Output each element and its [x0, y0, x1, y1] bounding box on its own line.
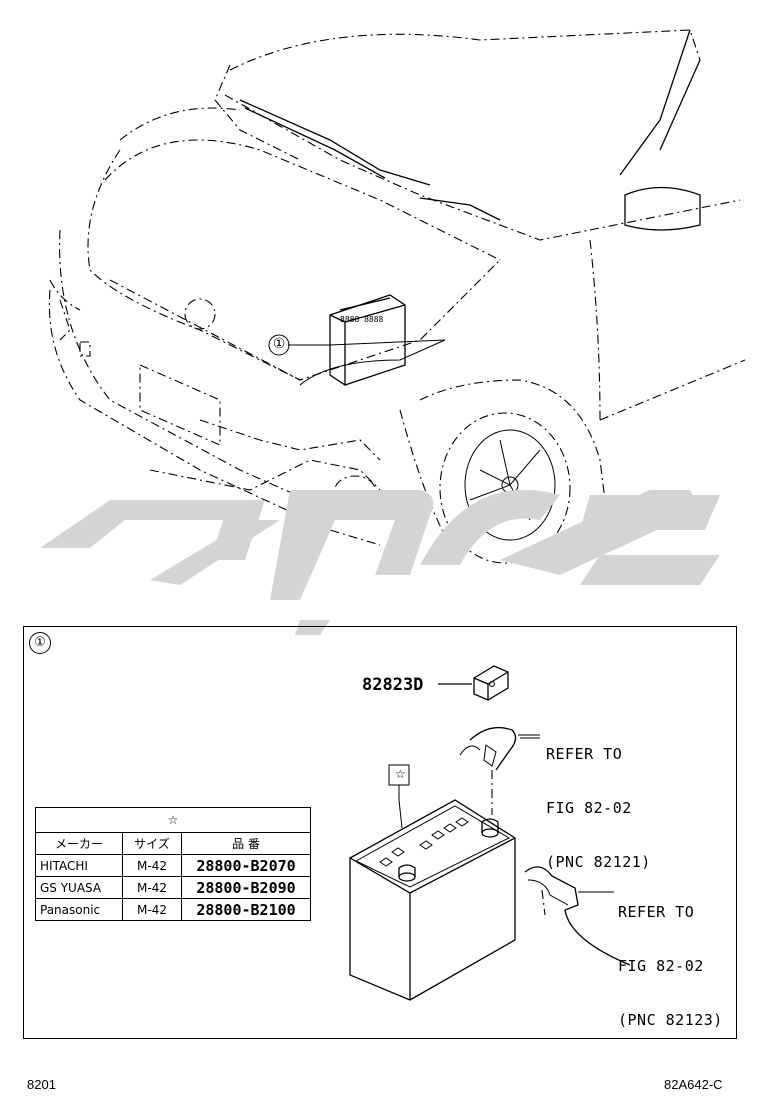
part-number-cell: 28800-B2090 — [181, 876, 311, 899]
table-header-row: メーカー サイズ 品 番 — [35, 832, 311, 855]
page-code-left: 8201 — [27, 1077, 56, 1092]
part-number-cell: 28800-B2070 — [181, 854, 311, 877]
detail-callout-number: ① — [34, 635, 46, 650]
header-maker: メーカー — [35, 832, 123, 855]
terminal-cover — [473, 665, 509, 701]
header-size: サイズ — [122, 832, 182, 855]
table-star-header: ☆ — [35, 807, 311, 833]
part-number-label: 82823D — [362, 675, 424, 695]
figure-code-right: 82A642-C — [664, 1077, 723, 1092]
refer-note-2-line3: (PNC 82123) — [618, 1011, 723, 1029]
detail-frame — [23, 626, 737, 1039]
battery — [349, 799, 516, 1001]
license-plate — [139, 364, 221, 446]
refer-note-1-line1: REFER TO — [546, 745, 623, 763]
maker-cell: GS YUASA — [35, 876, 123, 899]
callout-number: ① — [272, 336, 286, 352]
callout-circle — [268, 334, 290, 356]
table-row: Panasonic M-42 28800-B2100 — [35, 898, 311, 921]
refer-note-2-line1: REFER TO — [618, 903, 695, 921]
side-mirror — [624, 186, 701, 231]
wheel — [439, 412, 571, 564]
refer-note-2: REFER TO FIG 82-02 (PNC 82123) — [618, 867, 723, 1047]
battery-location — [329, 294, 406, 386]
svg-text:8888 8888: 8888 8888 — [340, 315, 384, 324]
emblem-icon — [184, 298, 216, 330]
header-part-number: 品 番 — [181, 832, 311, 855]
maker-cell: Panasonic — [35, 898, 123, 921]
table-row: GS YUASA M-42 28800-B2090 — [35, 876, 311, 899]
refer-note-1: REFER TO FIG 82-02 (PNC 82121) — [546, 709, 651, 889]
detail-callout-circle: ① — [29, 632, 51, 654]
positive-cable-clamp — [469, 726, 517, 771]
battery-spec-table: ☆ メーカー サイズ 品 番 HITACHI M-42 28800-B2070 … — [35, 807, 311, 921]
size-cell: M-42 — [122, 898, 182, 921]
refer-note-1-line2: FIG 82-02 — [546, 799, 632, 817]
refer-note-1-line3: (PNC 82121) — [546, 853, 651, 871]
wiper-blade — [239, 99, 431, 186]
maker-cell: HITACHI — [35, 854, 123, 877]
part-number-cell: 28800-B2100 — [181, 898, 311, 921]
watermark-logo — [40, 489, 720, 635]
size-cell: M-42 — [122, 854, 182, 877]
size-cell: M-42 — [122, 876, 182, 899]
table-row: HITACHI M-42 28800-B2070 — [35, 854, 311, 877]
star-flag-symbol: ☆ — [395, 767, 406, 781]
hood-rear-edge — [224, 94, 591, 241]
negative-cable — [524, 866, 631, 966]
table-star-row: ☆ — [35, 807, 311, 833]
refer-note-2-line2: FIG 82-02 — [618, 957, 704, 975]
